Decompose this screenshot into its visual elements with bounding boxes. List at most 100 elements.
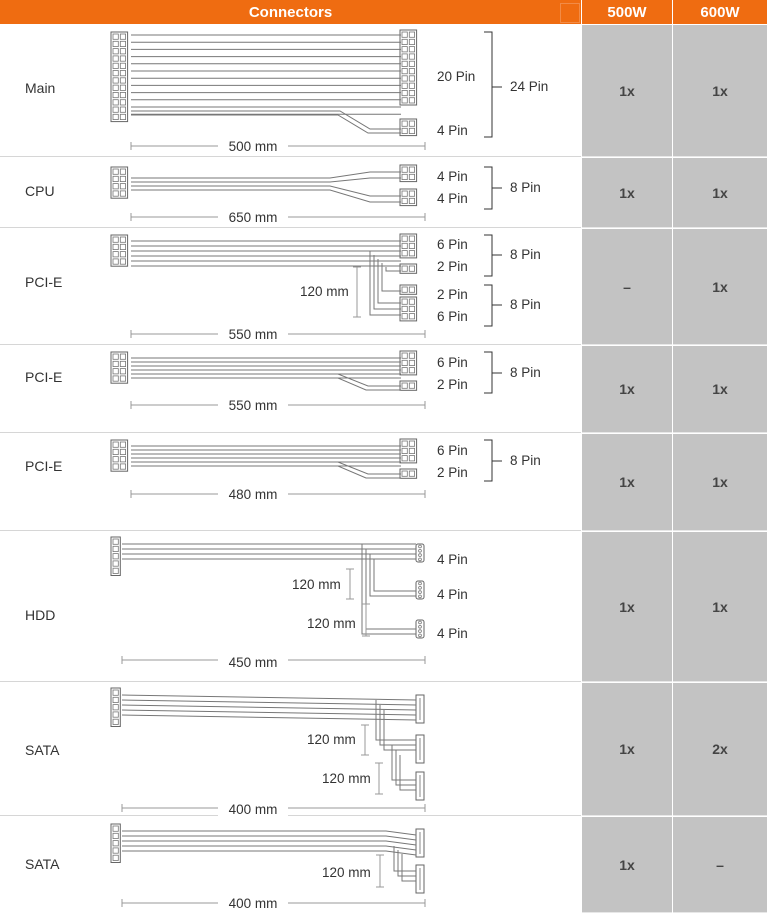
target-connector-6pin-a [399, 233, 418, 259]
cell-600w: 1x [673, 434, 767, 531]
conn-label: 6 Pin [437, 355, 468, 370]
cell-600w: 1x [673, 229, 767, 345]
conn-label: 4 Pin [437, 123, 468, 138]
conn-label: 4 Pin [437, 626, 468, 641]
header-600w: 600W [673, 0, 767, 24]
hdd-cable-diagram: 120 mm 120 mm 450 mm 4 Pin 4 Pin 4 Pin [110, 536, 468, 670]
molex-connector-1 [415, 543, 425, 563]
spacer-label: 120 mm [307, 732, 356, 747]
conn-label: 2 Pin [437, 259, 468, 274]
source-connector [110, 439, 129, 472]
spacer-label: 120 mm [322, 865, 371, 880]
sata-connector-2 [415, 734, 425, 764]
cell-500w: – [582, 229, 672, 345]
conn-label: 2 Pin [437, 287, 468, 302]
cpu-cable-diagram: 650 mm 4 Pin 4 Pin 8 Pin [110, 164, 541, 225]
conn-label: 4 Pin [437, 169, 468, 184]
cell-500w: 1x [582, 434, 672, 531]
row-label: SATA [25, 742, 60, 758]
header-connectors: Connectors [0, 0, 581, 24]
cell-500w: 1x [582, 25, 672, 157]
length-label: 480 mm [229, 487, 278, 502]
target-connector-2pin [399, 380, 418, 391]
conn-label: 6 Pin [437, 309, 468, 324]
length-label: 450 mm [229, 655, 278, 670]
conn-label: 2 Pin [437, 377, 468, 392]
header-500w: 500W [582, 0, 672, 24]
pcie-dual-cable-diagram: 120 mm 550 mm 6 Pin 2 Pin 2 Pin 6 Pin 8 … [110, 233, 541, 342]
length-label: 500 mm [229, 139, 278, 154]
row-label: PCI-E [25, 274, 63, 290]
sata-2-cable-diagram: 120 mm 400 mm [110, 823, 426, 911]
row-label: PCI-E [25, 369, 63, 385]
spacer-label: 120 mm [292, 577, 341, 592]
length-label: 550 mm [229, 327, 278, 342]
cell-500w: 1x [582, 683, 672, 816]
target-connector-4pin [399, 118, 418, 137]
row-label: SATA [25, 856, 60, 872]
source-connector [110, 351, 129, 384]
target-connector-6pin [399, 350, 418, 376]
cell-600w: 2x [673, 683, 767, 816]
group-label: 8 Pin [510, 365, 541, 380]
group-label: 8 Pin [510, 247, 541, 262]
sata-connector-3 [415, 771, 425, 801]
row-main: Main 500 mm 20 Pin 4 Pin 24 Pin 1x 1x [0, 25, 767, 157]
row-label: HDD [25, 607, 56, 623]
sata-connector-1 [415, 694, 425, 724]
spacer-label: 120 mm [300, 284, 349, 299]
sata-connector-1 [415, 828, 425, 858]
pcie-550-cable-diagram: 550 mm 6 Pin 2 Pin 8 Pin [110, 350, 541, 413]
group-label: 8 Pin [510, 297, 541, 312]
source-connector [110, 234, 129, 267]
cell-600w: 1x [673, 532, 767, 682]
source-connector [110, 166, 129, 199]
cell-500w: 1x [582, 158, 672, 228]
sata-3-cable-diagram: 120 mm 120 mm 400 mm [110, 687, 426, 816]
target-connector-6pin-b [399, 296, 418, 322]
main-cable-diagram: 500 mm 20 Pin 4 Pin 24 Pin [110, 29, 548, 154]
molex-connector-2 [415, 580, 425, 600]
row-sata-2: SATA 120 mm 400 mm 1x – [0, 817, 767, 913]
row-pcie-550: PCI-E 550 mm 6 Pin 2 Pin 8 Pin 1x 1x [0, 346, 767, 433]
target-connector-2pin-b [399, 284, 418, 295]
conn-label: 20 Pin [437, 69, 475, 84]
cell-600w: – [673, 817, 767, 913]
group-label: 8 Pin [510, 180, 541, 195]
source-connector [110, 536, 121, 576]
row-sata-3: SATA 120 mm 120 mm 400 mm 1x 2x [0, 683, 767, 816]
length-label: 650 mm [229, 210, 278, 225]
source-connector [110, 687, 121, 727]
length-label: 400 mm [229, 896, 278, 911]
row-pcie-dual: PCI-E 120 mm 550 mm 6 Pin 2 Pin 2 Pin 6 … [0, 229, 767, 345]
conn-label: 6 Pin [437, 237, 468, 252]
target-connector-4pin-b [399, 188, 418, 207]
sata-connector-2 [415, 864, 425, 894]
conn-label: 2 Pin [437, 465, 468, 480]
source-connector [110, 31, 129, 123]
target-connector-20pin [399, 29, 418, 106]
target-connector-6pin [399, 438, 418, 464]
cell-600w: 1x [673, 346, 767, 433]
source-connector [110, 823, 121, 863]
target-connector-2pin-a [399, 263, 418, 274]
cell-600w: 1x [673, 25, 767, 157]
row-pcie-480: PCI-E 480 mm 6 Pin 2 Pin 8 Pin 1x 1x [0, 434, 767, 531]
row-hdd: HDD 120 mm 120 mm 450 mm 4 Pin 4 Pin 4 P… [0, 532, 767, 682]
target-connector-4pin-a [399, 164, 418, 183]
cell-500w: 1x [582, 532, 672, 682]
conn-label: 6 Pin [437, 443, 468, 458]
length-label: 400 mm [229, 802, 278, 816]
cell-600w: 1x [673, 158, 767, 228]
spacer-label: 120 mm [307, 616, 356, 631]
group-label: 24 Pin [510, 79, 548, 94]
molex-connector-3 [415, 619, 425, 639]
target-connector-2pin [399, 468, 418, 479]
conn-label: 4 Pin [437, 587, 468, 602]
row-label: CPU [25, 183, 55, 199]
pcie-480-cable-diagram: 480 mm 6 Pin 2 Pin 8 Pin [110, 438, 541, 502]
group-label: 8 Pin [510, 453, 541, 468]
row-label: Main [25, 80, 56, 96]
cell-500w: 1x [582, 346, 672, 433]
